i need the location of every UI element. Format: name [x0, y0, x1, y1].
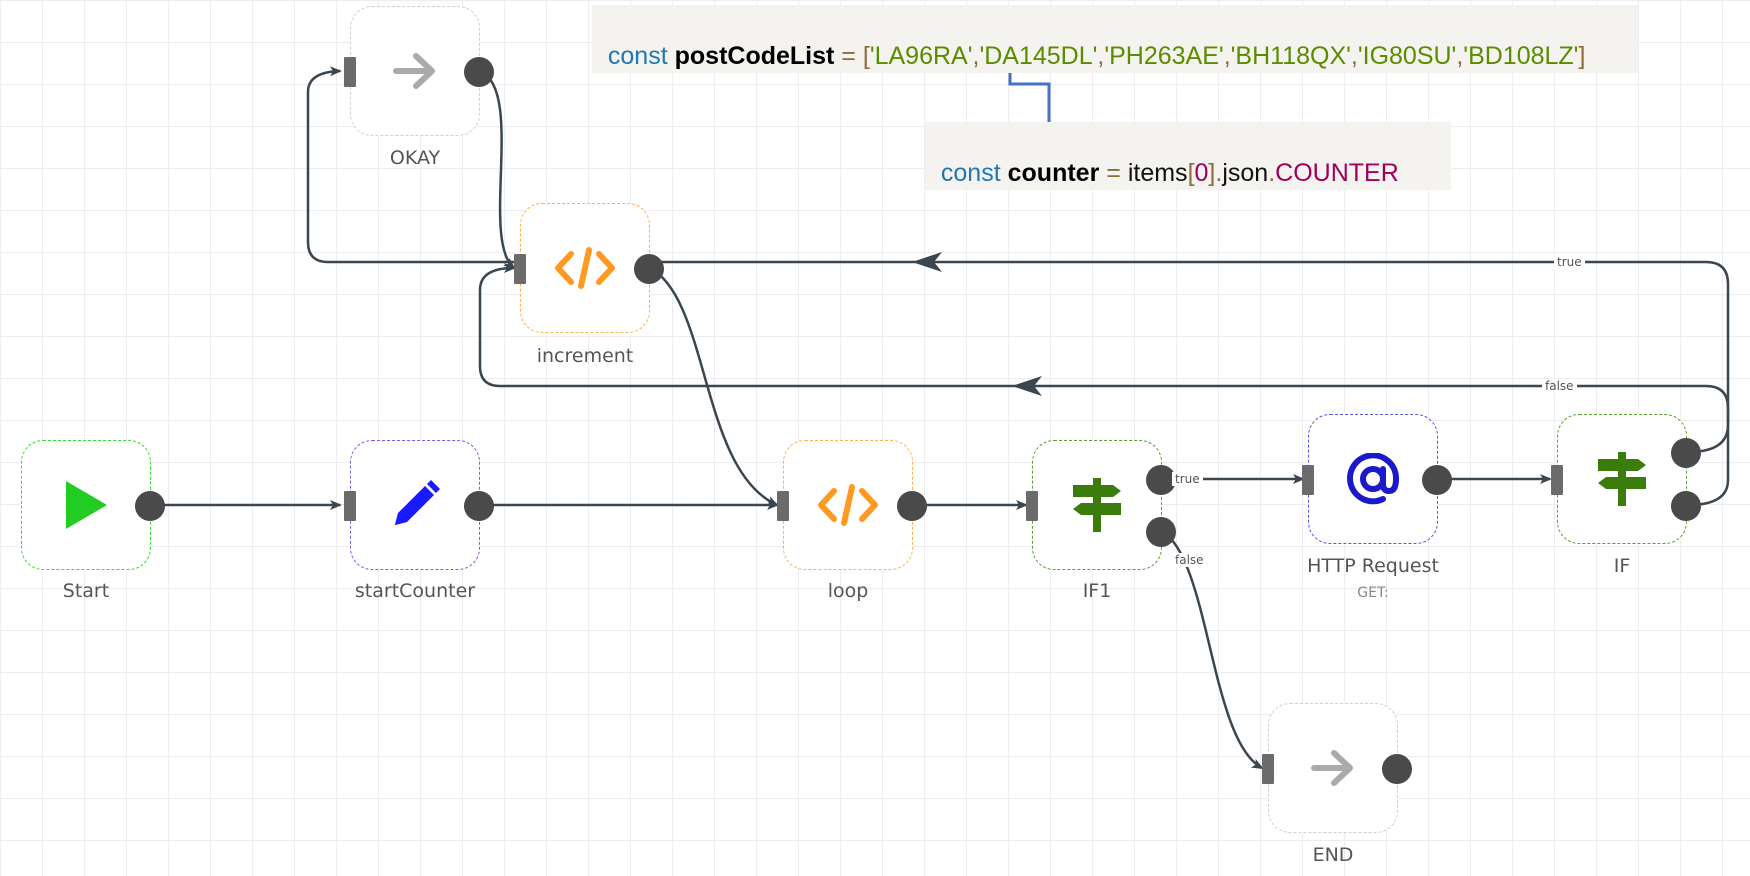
arrow-right-icon [1310, 748, 1356, 788]
node-label: HTTP Request [1307, 555, 1439, 577]
edge-if-true-to-increment[interactable] [650, 260, 1730, 454]
input-port[interactable] [344, 491, 356, 521]
code-object: items [1127, 159, 1188, 187]
output-port[interactable] [135, 491, 165, 521]
output-port[interactable] [1382, 754, 1412, 784]
arrow-right-icon [392, 51, 438, 91]
node-label: IF [1613, 555, 1631, 577]
code-bracket: [ [1187, 159, 1195, 187]
edge-increment-to-okay[interactable] [306, 66, 650, 264]
postcode-value: 'BD108LZ' [1463, 42, 1579, 70]
output-port-true[interactable] [1146, 465, 1176, 495]
node-startcounter[interactable] [344, 440, 494, 570]
output-port[interactable] [464, 491, 494, 521]
code-bracket: [ [862, 42, 870, 70]
node-if1[interactable] [1026, 440, 1176, 570]
code-identifier: postCodeList [674, 42, 835, 70]
node-increment[interactable] [514, 203, 664, 333]
node-end[interactable] [1262, 703, 1412, 833]
node-label: Start [62, 580, 110, 602]
code-operator: = [1106, 159, 1121, 187]
code-keyword: const [607, 42, 668, 70]
node-sublabel: GET: [1357, 585, 1389, 601]
postcode-value: 'PH263AE' [1104, 42, 1224, 70]
counter-annotation: const counter = items[0].json.COUNTER [925, 122, 1451, 190]
input-port[interactable] [1262, 754, 1274, 784]
code-operator: = [841, 42, 856, 70]
output-port[interactable] [634, 254, 664, 284]
at-icon [1347, 453, 1399, 505]
play-icon [63, 479, 109, 531]
code-keyword: const [940, 159, 1001, 187]
input-port[interactable] [344, 57, 356, 87]
code-dot: . [1215, 159, 1223, 187]
input-port[interactable] [1302, 465, 1314, 495]
input-port[interactable] [777, 491, 789, 521]
node-label: END [1312, 844, 1354, 866]
signpost-icon [1071, 478, 1123, 532]
output-port[interactable] [464, 57, 494, 87]
output-port-false[interactable] [1671, 491, 1701, 521]
edge-label-true: true [1554, 255, 1585, 269]
code-dot: . [1268, 159, 1276, 187]
output-port-false[interactable] [1146, 517, 1176, 547]
postcode-value: 'IG80SU' [1357, 42, 1457, 70]
node-loop[interactable] [777, 440, 927, 570]
code-separator: , [1223, 42, 1231, 70]
node-label: OKAY [389, 147, 441, 169]
edge-if-false-to-increment[interactable] [478, 263, 1730, 507]
edge-okay-to-increment[interactable] [479, 69, 516, 270]
code-bracket: ] [1578, 42, 1586, 70]
postcode-value: 'LA96RA' [869, 42, 973, 70]
postcode-value: 'DA145DL' [979, 42, 1098, 70]
code-identifier: counter [1007, 159, 1100, 187]
output-port-true[interactable] [1671, 438, 1701, 468]
code-index: 0 [1194, 159, 1209, 187]
output-port[interactable] [1422, 465, 1452, 495]
node-label: loop [827, 580, 869, 602]
signpost-icon [1596, 452, 1648, 506]
code-bracket: ] [1208, 159, 1216, 187]
node-label: IF1 [1082, 580, 1112, 602]
code-property: COUNTER [1275, 159, 1399, 187]
pencil-icon [389, 479, 441, 531]
edge-label-false: false [1172, 553, 1207, 567]
code-json: json [1222, 159, 1269, 187]
edge-label-true: true [1172, 472, 1203, 486]
code-separator: , [1097, 42, 1105, 70]
node-http-request[interactable] [1302, 414, 1452, 544]
input-port[interactable] [1551, 465, 1563, 495]
node-label: startCounter [354, 580, 476, 602]
edge-if1-false-to-end[interactable] [1161, 529, 1264, 770]
code-icon [555, 246, 615, 290]
input-port[interactable] [1026, 491, 1038, 521]
flow-direction-arrow-false [1012, 376, 1042, 396]
flow-direction-arrow-true [912, 252, 942, 272]
output-port[interactable] [897, 491, 927, 521]
node-okay[interactable] [344, 6, 494, 136]
code-separator: , [972, 42, 980, 70]
node-start[interactable] [21, 440, 165, 570]
edge-label-false: false [1542, 379, 1577, 393]
input-port[interactable] [514, 254, 526, 284]
postcode-list-annotation: const postCodeList = ['LA96RA','DA145DL'… [592, 5, 1638, 73]
code-separator: , [1456, 42, 1464, 70]
node-if[interactable] [1551, 414, 1701, 544]
postcode-value: 'BH118QX' [1230, 42, 1351, 70]
node-label: increment [536, 345, 634, 367]
code-icon [818, 483, 878, 527]
code-separator: , [1350, 42, 1358, 70]
